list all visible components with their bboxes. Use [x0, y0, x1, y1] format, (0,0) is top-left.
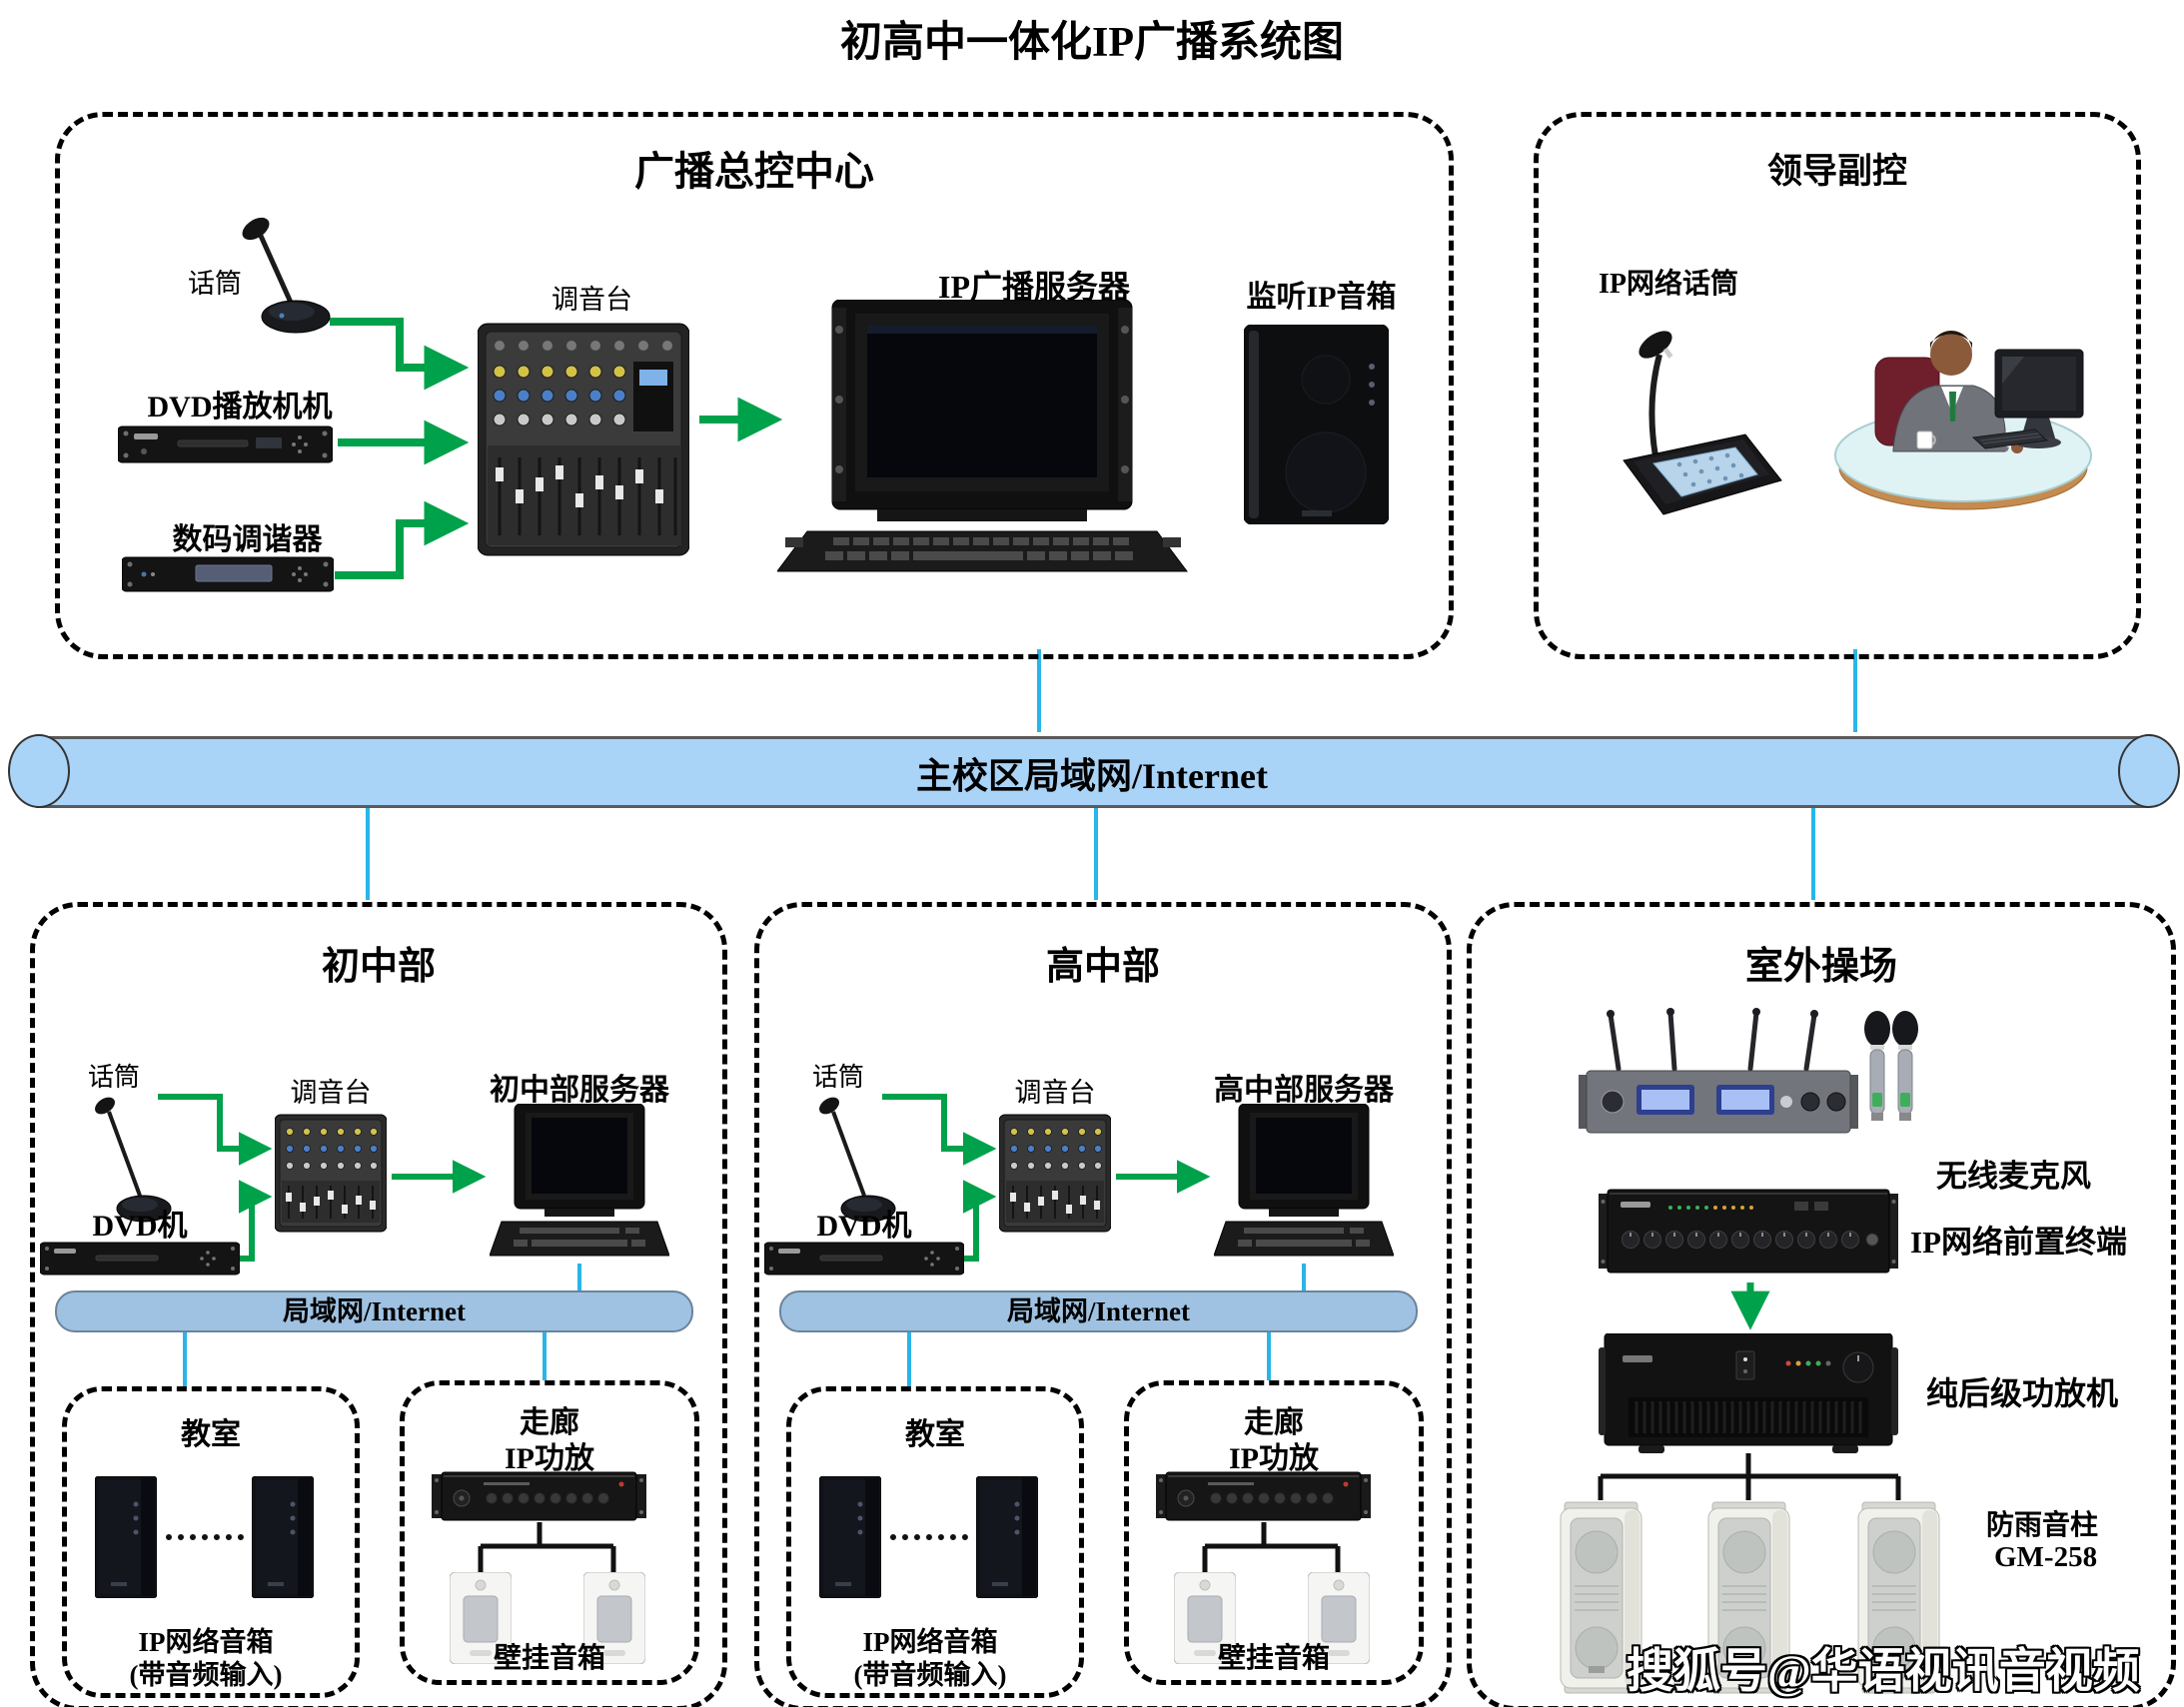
watermark: 搜狐号@华语视讯音视频 [1627, 1646, 2140, 1698]
dvd-player-icon [117, 425, 334, 469]
master-mixer-label: 调音台 [551, 285, 632, 315]
senior-server-icon [1213, 1103, 1395, 1269]
column-speaker-label: 防雨音柱 [1986, 1510, 2099, 1541]
backbone-left-cap [8, 734, 70, 808]
senior-corridor-box: 走廊 IP功放 [1124, 1380, 1424, 1685]
junior-desk-microphone-icon [90, 1094, 175, 1234]
person-at-desk-icon [1823, 300, 2093, 519]
digital-tuner-icon [121, 555, 335, 598]
junior-classroom-title: 教室 [181, 1418, 241, 1451]
column-speaker-3-icon [1856, 1500, 1941, 1700]
junior-title: 初中部 [321, 946, 436, 988]
senior-server-label: 高中部服务器 [1214, 1074, 1394, 1107]
leader-mic-label: IP网络话筒 [1599, 269, 1739, 300]
leader-control-section: 领导副控 [1534, 112, 2141, 659]
junior-classroom-speaker-label2: (带音频输入) [129, 1660, 283, 1690]
column-speaker-1-icon [1559, 1500, 1643, 1700]
senior-wall-speaker-right-icon [1307, 1571, 1371, 1669]
junior-classroom-speaker-right-icon [251, 1475, 315, 1603]
senior-corridor-subtitle: IP功放 [1229, 1442, 1319, 1475]
senior-wall-speaker-left-icon [1173, 1571, 1237, 1669]
wireless-microphone-system-icon [1579, 1007, 1923, 1158]
mixer-icon [477, 318, 690, 567]
backbone-label: 主校区局域网/Internet [916, 756, 1268, 796]
senior-classroom-speaker-left-icon [818, 1475, 882, 1603]
junior-wall-speaker-left-icon [449, 1571, 513, 1669]
junior-corridor-subtitle: IP功放 [505, 1442, 594, 1475]
junior-ip-amplifier-icon [432, 1470, 646, 1527]
column-speaker-2-icon [1706, 1500, 1791, 1700]
master-server-label: IP广播服务器 [937, 269, 1130, 305]
senior-classroom-speakers-dotted-link [890, 1534, 968, 1540]
master-title: 广播总控中心 [634, 149, 874, 194]
senior-dvd-icon [763, 1241, 965, 1281]
junior-corridor-box: 走廊 IP功放 [400, 1380, 699, 1685]
junior-classroom-speaker-left-icon [94, 1475, 158, 1603]
network-preamp-icon [1599, 1184, 1898, 1284]
senior-mixer-label: 调音台 [1014, 1078, 1096, 1108]
junior-mic-label: 话筒 [88, 1063, 141, 1092]
leader-title: 领导副控 [1766, 152, 1907, 191]
wireless-mic-label: 无线麦克风 [1936, 1159, 2091, 1194]
monitor-speaker-icon [1243, 324, 1390, 529]
ip-network-microphone-icon [1594, 325, 1793, 529]
senior-mixer-icon [998, 1111, 1112, 1241]
backbone-cylinder [36, 736, 2148, 808]
column-speaker-model: GM-258 [1994, 1541, 2098, 1573]
broadcast-server-icon [776, 299, 1189, 584]
preamp-label: IP网络前置终端 [1910, 1225, 2127, 1260]
junior-dvd-icon [39, 1241, 241, 1281]
master-dvd-label: DVD播放机机 [147, 391, 333, 424]
junior-lan-bar: 局域网/Internet [55, 1290, 693, 1332]
senior-ip-amplifier-icon [1156, 1470, 1371, 1527]
junior-wall-speaker-right-icon [582, 1571, 646, 1669]
junior-server-label: 初中部服务器 [490, 1074, 669, 1107]
playground-title: 室外操场 [1744, 946, 1897, 988]
senior-corridor-title: 走廊 [1244, 1406, 1304, 1439]
desk-microphone-icon [232, 215, 337, 342]
backbone-right-cap [2118, 734, 2180, 808]
senior-lan-bar: 局域网/Internet [779, 1290, 1418, 1332]
junior-classroom-speaker-label1: IP网络音箱 [138, 1627, 274, 1657]
senior-dvd-label: DVD机 [816, 1210, 912, 1243]
master-tuner-label: 数码调谐器 [172, 523, 323, 556]
senior-classroom-box: 教室 [786, 1386, 1084, 1698]
junior-server-icon [489, 1103, 670, 1269]
junior-mixer-icon [274, 1111, 388, 1241]
junior-dvd-label: DVD机 [92, 1210, 188, 1243]
power-amplifier-icon [1599, 1332, 1898, 1460]
master-mic-label: 话筒 [188, 269, 242, 299]
senior-title: 高中部 [1045, 946, 1160, 988]
page-title: 初高中一体化IP广播系统图 [839, 20, 1344, 66]
junior-corridor-title: 走廊 [520, 1406, 579, 1439]
senior-desk-microphone-icon [814, 1094, 899, 1234]
master-control-section: 广播总控中心 [55, 112, 1454, 659]
senior-classroom-speaker-label2: (带音频输入) [853, 1660, 1007, 1690]
amplifier-label: 纯后级功放机 [1926, 1375, 2119, 1411]
master-speaker-label: 监听IP音箱 [1246, 281, 1397, 314]
senior-wall-speaker-label: 壁挂音箱 [1217, 1643, 1330, 1674]
senior-classroom-speaker-right-icon [975, 1475, 1039, 1603]
junior-mixer-label: 调音台 [290, 1078, 372, 1108]
senior-classroom-speaker-label1: IP网络音箱 [862, 1627, 998, 1657]
classroom-speakers-dotted-link [166, 1534, 244, 1540]
junior-wall-speaker-label: 壁挂音箱 [493, 1643, 605, 1674]
senior-mic-label: 话筒 [812, 1063, 865, 1092]
senior-classroom-title: 教室 [905, 1418, 965, 1451]
junior-classroom-box: 教室 [62, 1386, 360, 1698]
